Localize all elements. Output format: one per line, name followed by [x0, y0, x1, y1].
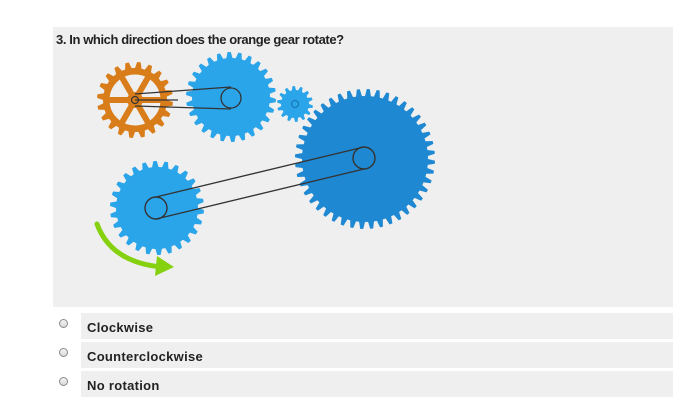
- belt-bottom-lower: [155, 168, 365, 220]
- radio-counterclockwise[interactable]: [59, 348, 68, 357]
- option-clockwise[interactable]: Clockwise: [53, 313, 673, 339]
- belt-top-upper: [134, 86, 232, 95]
- arrow-shaft: [94, 221, 164, 270]
- blue-gear-bottom: [110, 161, 204, 255]
- answer-options: Clockwise Counterclockwise No rotation: [53, 313, 673, 400]
- radio-cell: [53, 342, 81, 368]
- radio-no-rotation[interactable]: [59, 377, 68, 386]
- belt-top-lower: [134, 105, 232, 110]
- option-label: Counterclockwise: [87, 349, 204, 364]
- question-panel: 3. In which direction does the orange ge…: [53, 27, 673, 307]
- question-title: 3. In which direction does the orange ge…: [56, 32, 344, 47]
- curved-arrow-clockwise-icon: [94, 221, 174, 276]
- radio-clockwise[interactable]: [59, 319, 68, 328]
- axle-ring: [291, 100, 299, 108]
- blue-gear-top: [186, 52, 276, 142]
- option-label: No rotation: [87, 378, 160, 393]
- option-label: Clockwise: [87, 320, 154, 335]
- axle-ring: [220, 87, 242, 109]
- option-counterclockwise[interactable]: Counterclockwise: [53, 342, 673, 368]
- arrow-head: [155, 256, 174, 276]
- belt-bottom-upper: [155, 146, 365, 198]
- option-label-cell: No rotation: [81, 371, 673, 397]
- gear-diagram: [94, 52, 435, 276]
- option-label-cell: Clockwise: [81, 313, 673, 339]
- option-label-cell: Counterclockwise: [81, 342, 673, 368]
- radio-cell: [53, 313, 81, 339]
- small-blue-gear: [277, 86, 313, 122]
- radio-cell: [53, 371, 81, 397]
- large-blue-gear: [295, 89, 435, 229]
- option-no-rotation[interactable]: No rotation: [53, 371, 673, 397]
